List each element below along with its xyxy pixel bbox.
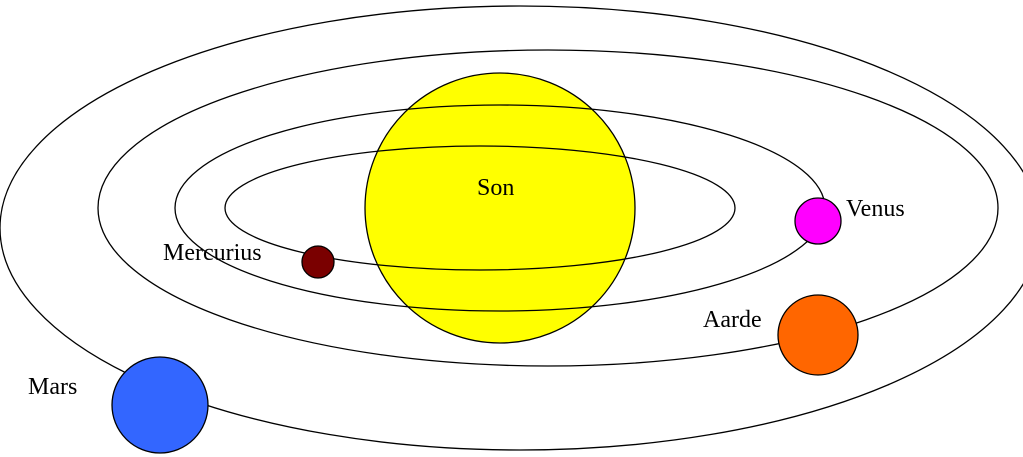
mercury-label: Mercurius [163, 240, 262, 266]
mercury-orbit [224, 145, 736, 271]
mars [111, 356, 209, 454]
venus-label: Venus [846, 196, 905, 222]
earth [777, 294, 859, 376]
venus [794, 197, 842, 245]
sun [364, 72, 636, 344]
mars-orbit [0, 5, 1023, 451]
mars-label: Mars [28, 374, 77, 400]
sun-label: Son [477, 175, 514, 201]
mercury [301, 245, 335, 279]
earth-orbit [97, 49, 999, 367]
earth-label: Aarde [703, 307, 762, 333]
